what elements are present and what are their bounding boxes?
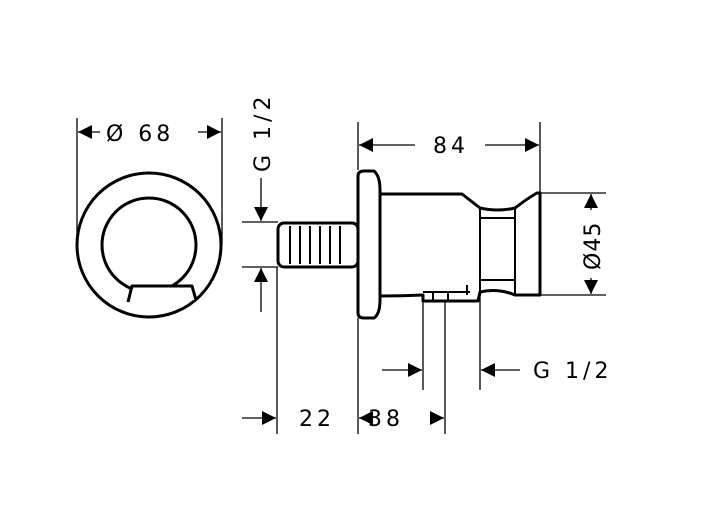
dim-overall-length: 84 xyxy=(433,134,469,159)
bottom-tab xyxy=(126,284,198,303)
front-view: Ø 68 xyxy=(75,118,223,319)
dim-outlet-offset: 38 xyxy=(368,407,404,432)
body xyxy=(376,191,542,303)
body-details xyxy=(423,208,516,301)
dim-inlet-thread: G 1/2 xyxy=(251,93,276,172)
flange xyxy=(356,169,382,320)
dim-thread-length: 22 xyxy=(299,407,335,432)
dim-front-diameter: Ø 68 xyxy=(106,122,174,147)
side-view: G 1/2 84 Ø45 G 1/2 22 38 xyxy=(242,93,612,434)
thread-ribs xyxy=(289,226,341,264)
dim-outlet-thread: G 1/2 xyxy=(533,359,612,384)
dim-head-diameter: Ø45 xyxy=(581,222,606,270)
inner-ring xyxy=(100,196,198,294)
